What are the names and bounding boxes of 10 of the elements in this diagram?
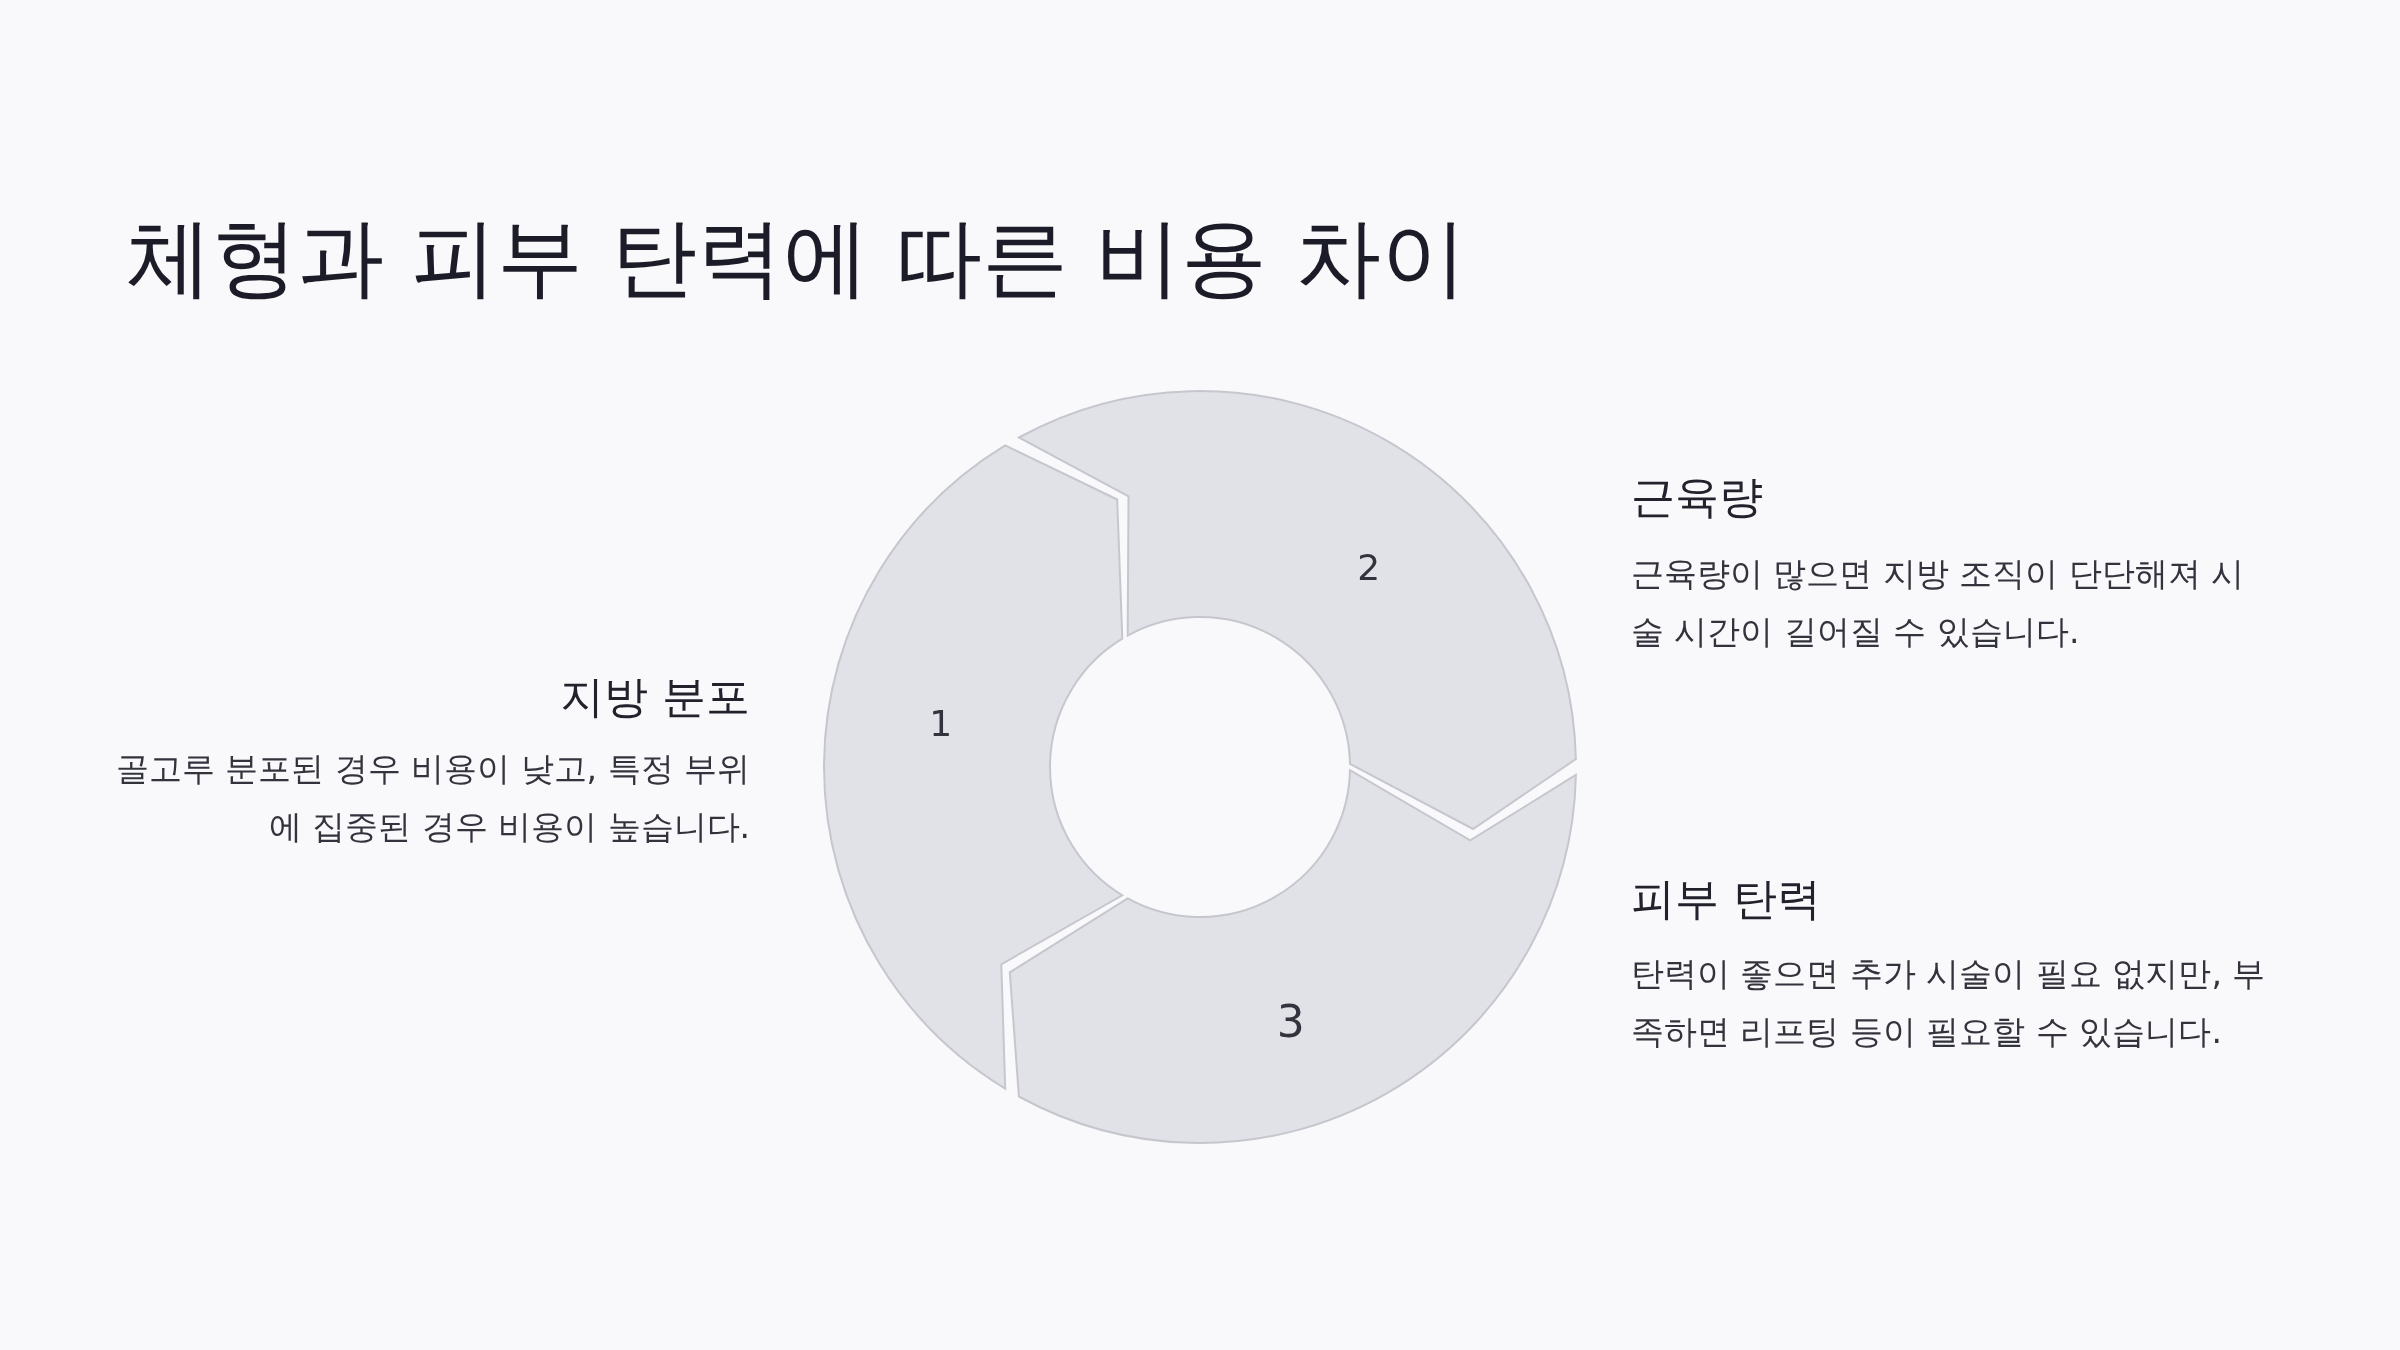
step-description: 탄력이 좋으면 추가 시술이 필요 없지만, 부족하면 리프팅 등이 필요할 수 있습니다. [1631, 953, 2267, 1053]
step-heading: 근육량 [1631, 470, 1763, 524]
step-number: 2 [1357, 550, 1381, 586]
step-number: 1 [929, 706, 953, 742]
step-heading: 피부 탄력 [1631, 872, 1821, 926]
step-number: 3 [1276, 1000, 1305, 1044]
step-description: 골고루 분포된 경우 비용이 낮고, 특정 부위에 집중된 경우 비용이 높습니다. [114, 748, 750, 848]
step-heading: 지방 분포 [560, 670, 750, 724]
slide-title: 체형과 피부 탄력에 따른 비용 차이 [126, 206, 1467, 309]
step-description: 근육량이 많으면 지방 조직이 단단해져 시술 시간이 길어질 수 있습니다. [1631, 553, 2246, 653]
